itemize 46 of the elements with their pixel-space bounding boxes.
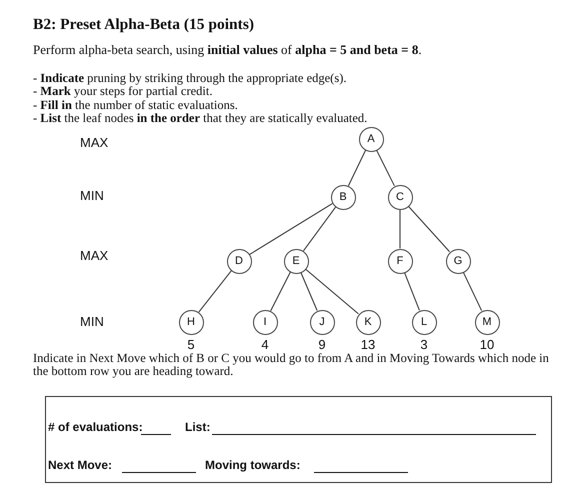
- tree-edge: [302, 206, 336, 252]
- tree-edge: [462, 272, 482, 312]
- level-label: MIN: [80, 189, 104, 202]
- leaf-value: 4: [260, 337, 270, 352]
- tree-edge: [376, 150, 395, 186]
- instruction-item: - Indicate pruning by striking through the appropriate edge(s).: [33, 72, 346, 85]
- tree-edge: [270, 272, 291, 312]
- leaf-value: 5: [186, 337, 196, 352]
- tree-node-circle: G: [446, 248, 470, 274]
- tree-edge: [404, 272, 420, 311]
- tree-node-circle: F: [388, 248, 412, 274]
- instruction-item: - Mark your steps for partial credit.: [33, 85, 212, 98]
- tree-node-circle: A: [358, 126, 384, 152]
- leaf-value: 10: [478, 337, 496, 352]
- level-label: MIN: [80, 315, 104, 328]
- tree-edge: [348, 150, 366, 186]
- tree-node-circle: D: [226, 248, 252, 274]
- tree-edge: [408, 206, 450, 252]
- tree-node-circle: K: [356, 310, 380, 334]
- tree-node-circle: H: [178, 310, 204, 334]
- tree-node-circle: L: [412, 310, 436, 334]
- tree-node-circle: E: [284, 248, 308, 274]
- level-label: MAX: [80, 136, 108, 149]
- field-label: List:: [185, 420, 210, 434]
- tree-edge: [300, 272, 318, 311]
- tree-node-circle: M: [474, 310, 500, 334]
- tree-edge: [198, 270, 232, 313]
- title: B2: Preset Alpha-Beta (15 points): [33, 16, 254, 34]
- tree-node-circle: I: [252, 310, 278, 334]
- field-label: Next Move:: [48, 458, 112, 472]
- leaf-value: 13: [360, 337, 376, 352]
- instruction-item: - Fill in the number of static evaluations.: [33, 99, 238, 112]
- leaf-value: 9: [317, 337, 327, 352]
- tree-node-circle: B: [330, 184, 356, 210]
- answer-box: [45, 396, 552, 483]
- instruction-text: Indicate in Next Move which of B or C you would go to from A and in Moving Towards which node in the bottom row you are heading toward.: [33, 352, 550, 378]
- level-label: MAX: [80, 249, 108, 262]
- leaf-value: 3: [419, 337, 429, 352]
- tree-node-circle: C: [388, 184, 412, 210]
- tree-edge: [305, 268, 359, 314]
- instruction-item: - List the leaf nodes in the order that they are statically evaluated.: [33, 112, 368, 125]
- tree-node-circle: J: [310, 310, 334, 334]
- field-label: Moving towards:: [205, 458, 300, 472]
- instruction-text: Perform alpha-beta search, using initial values of alpha = 5 and beta = 8.: [33, 43, 422, 56]
- field-label: # of evaluations:: [48, 420, 143, 434]
- tree-edge: [249, 203, 333, 255]
